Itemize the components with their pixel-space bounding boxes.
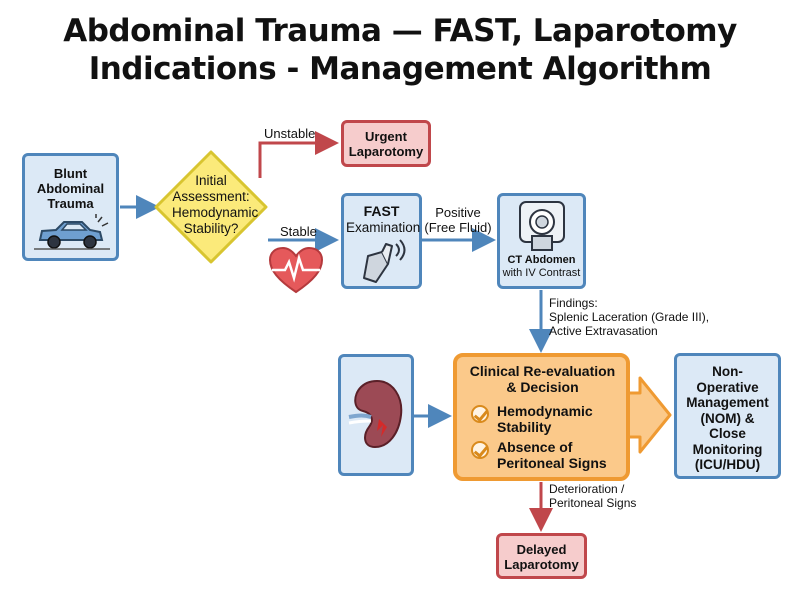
ct-sub: with IV Contrast (502, 267, 581, 279)
urgent-laparotomy-label: Urgent Laparotomy (348, 129, 424, 159)
page-title: Abdominal Trauma — FAST, Laparotomy Indi… (0, 12, 800, 88)
blunt-trauma-box: Blunt Abdominal Trauma (22, 153, 119, 261)
fast-exam-sub: Examination (346, 220, 421, 235)
label-deterioration-1: Deterioration / (549, 482, 625, 496)
ultrasound-probe-icon (363, 239, 406, 283)
car-crash-icon (34, 214, 110, 250)
spleen-icon (348, 379, 403, 449)
label-findings-detail-2: Active Extravasation (549, 324, 658, 338)
assessment-diamond (154, 150, 268, 264)
reevaluation-item-2: Absence of Peritoneal Signs (497, 439, 607, 471)
delayed-laparotomy-label: Delayed Laparotomy (504, 542, 579, 572)
title-line-1: Abdominal Trauma — FAST, Laparotomy (63, 13, 737, 49)
label-unstable: Unstable (264, 126, 316, 141)
reevaluation-item-1: Hemodynamic Stability (497, 403, 593, 435)
label-stable: Stable (280, 224, 317, 239)
label-deterioration-2: Peritoneal Signs (549, 496, 637, 510)
check-icon (471, 441, 489, 459)
ct-title: CT Abdomen (507, 254, 576, 266)
fast-exam-title: FAST (363, 203, 400, 219)
delayed-laparotomy-box: Delayed Laparotomy (496, 533, 587, 579)
reevaluation-title: Clinical Re-evaluation & Decision (469, 363, 616, 395)
check-icon (471, 405, 489, 423)
blunt-trauma-label: Blunt Abdominal Trauma (36, 166, 105, 211)
label-positive: Positive (435, 205, 481, 220)
nom-label: Non-Operative Management (NOM) & Close M… (686, 364, 769, 472)
arrow-reeval-to-nom (626, 376, 672, 454)
reevaluation-box: Clinical Re-evaluation & Decision Hemody… (453, 353, 630, 481)
arrow-unstable-to-urgent (258, 131, 339, 178)
title-line-2: Indications - Management Algorithm (88, 51, 712, 87)
label-findings: Findings: (549, 296, 598, 310)
label-free-fluid: (Free Fluid) (424, 220, 492, 235)
label-findings-detail-1: Splenic Laceration (Grade III), (549, 310, 710, 324)
fast-exam-box: FAST Examination (341, 193, 422, 289)
ct-abdomen-box: CT Abdomen with IV Contrast (497, 193, 586, 289)
nom-box: Non-Operative Management (NOM) & Close M… (674, 353, 781, 479)
assessment-label: Initial Assessment: Hemodynamic Stabilit… (172, 173, 259, 236)
spleen-image-box (338, 354, 414, 476)
urgent-laparotomy-box: Urgent Laparotomy (341, 120, 431, 167)
heart-pulse-icon (268, 246, 324, 294)
ct-scanner-icon (519, 201, 565, 251)
